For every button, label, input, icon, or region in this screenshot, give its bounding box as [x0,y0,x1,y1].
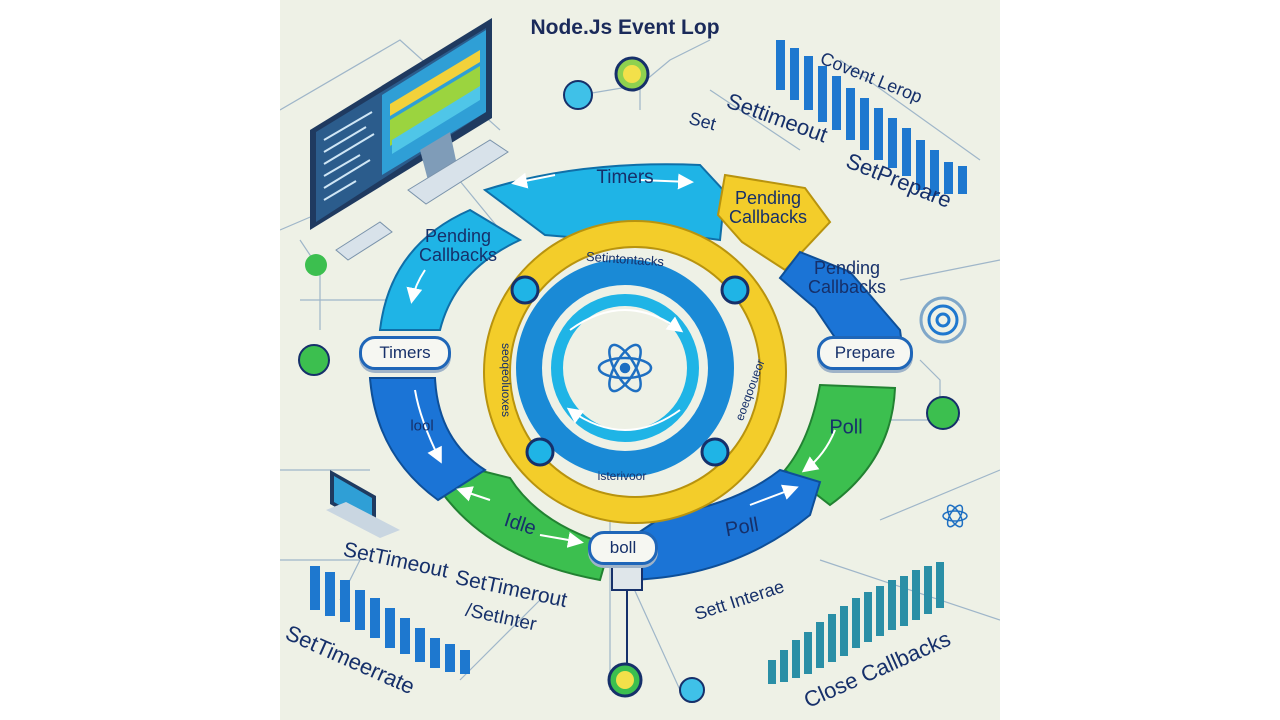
label-iool-left: lool [410,417,434,435]
ring-segment-poll-right [783,383,897,507]
target-icon [919,296,967,344]
label-pending-right: Pending Callbacks [807,258,887,297]
react-atom-small-icon [942,504,968,528]
stem-connector [611,559,643,664]
diagram-title: Node.Js Event Lop [530,16,720,39]
connector-nodes [298,56,960,703]
label-pending-top-right: Pending Callbacks [728,188,808,227]
ring-arrows [406,172,836,548]
computer-monitor-icon [310,18,509,261]
inner-label-bottom: isterivoor [597,469,647,483]
pill-boll: boll [588,531,658,565]
label-pending-left: Pending Callbacks [418,226,498,265]
label-timers-top: Timers [596,167,654,188]
ring-segment-idle [438,466,612,582]
pill-timers: Timers [359,336,451,370]
inner-yellow-ring [483,220,787,524]
react-atom-icon [597,343,653,393]
inner-label-left: seoqeoluoxes [499,342,513,418]
pill-prepare: Prepare [817,336,913,370]
diagram-canvas: Node.Js Event Lop Timers Pending Callbac… [280,0,1000,720]
event-loop-diagram [280,18,1000,703]
laptop-icon [326,470,400,538]
ring-nodes [510,275,750,467]
ring-segment-left [368,377,487,502]
bar-chart-icon [310,40,967,684]
label-poll-right: Poll [829,416,863,439]
